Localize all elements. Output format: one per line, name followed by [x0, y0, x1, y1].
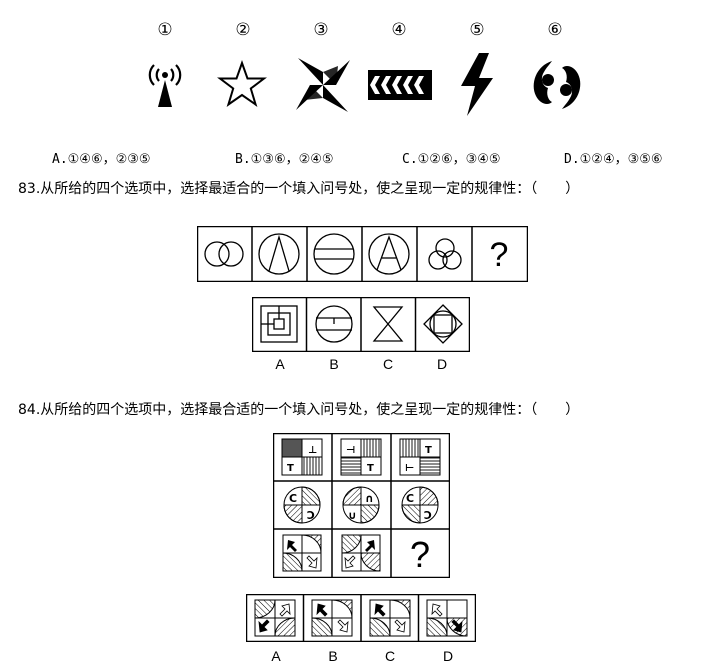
question-83-answers[interactable]	[252, 297, 470, 352]
question-84-grid: ⊥T ⊣T T⊢ CϽ ∩∪ CϽ	[273, 433, 450, 578]
yin-yang-icon	[533, 61, 581, 109]
pinwheel-icon	[296, 58, 350, 112]
antenna-icon	[148, 64, 182, 107]
svg-text:⊣: ⊣	[346, 445, 355, 456]
answer-label-84-b[interactable]: B	[328, 648, 338, 664]
question-mark-83: ?	[490, 236, 509, 274]
svg-text:T: T	[425, 445, 432, 456]
option-b[interactable]: B.①③⑥，②④⑤	[235, 152, 334, 167]
svg-text:⊥: ⊥	[308, 445, 317, 456]
lightning-icon	[461, 53, 493, 116]
svg-text:C: C	[406, 492, 414, 505]
answer-label-84-c[interactable]: C	[384, 648, 396, 664]
figure-number-4: ④	[391, 20, 407, 40]
question-83-sequence: ?	[197, 226, 528, 282]
svg-text:T: T	[367, 463, 374, 474]
svg-text:C: C	[289, 492, 297, 505]
answer-label-83-b[interactable]: B	[329, 356, 339, 372]
svg-text:∩: ∩	[365, 492, 374, 505]
question-mark-84: ?	[410, 534, 430, 575]
option-d[interactable]: D.①②④，③⑤⑥	[564, 152, 663, 167]
svg-text:Ͻ: Ͻ	[424, 509, 432, 522]
answer-label-84-d[interactable]: D	[442, 648, 454, 664]
svg-text:∪: ∪	[348, 509, 357, 522]
answer-label-83-c[interactable]: C	[382, 356, 394, 372]
figure-number-6: ⑥	[547, 20, 563, 40]
figure-number-3: ③	[313, 20, 329, 40]
figure-number-1: ①	[157, 20, 173, 40]
star-icon	[217, 60, 267, 107]
answer-label-83-a[interactable]: A	[275, 356, 285, 372]
question-83-text: 83.从所给的四个选项中，选择最适合的一个填入问号处，使之呈现一定的规律性：（ …	[18, 181, 580, 197]
answer-label-83-d[interactable]: D	[436, 356, 448, 372]
answer-label-84-a[interactable]: A	[271, 648, 281, 664]
option-c[interactable]: C.①②⑥，③④⑤	[402, 152, 501, 167]
question-84-text: 84.从所给的四个选项中，选择最合适的一个填入问号处，使之呈现一定的规律性：（ …	[18, 402, 580, 418]
svg-text:⊢: ⊢	[405, 463, 414, 474]
chevron-band-icon	[368, 70, 432, 100]
figure-number-2: ②	[235, 20, 251, 40]
svg-text:T: T	[287, 463, 294, 474]
svg-text:Ͻ: Ͻ	[307, 509, 315, 522]
option-a[interactable]: A.①④⑥，②③⑤	[52, 152, 151, 167]
figure-number-5: ⑤	[469, 20, 485, 40]
question-84-answers[interactable]	[246, 594, 476, 642]
